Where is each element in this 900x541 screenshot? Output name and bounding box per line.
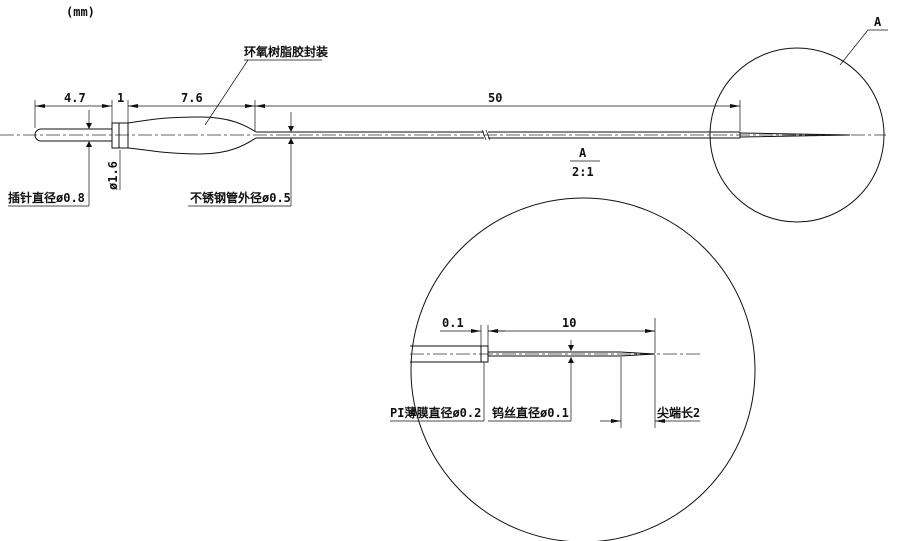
dim-collar-length: 1 <box>117 91 124 105</box>
detail-tube <box>410 345 481 363</box>
detail-ref: A <box>579 146 587 160</box>
dim-pin-length: 4.7 <box>64 91 86 105</box>
epoxy-body <box>127 116 257 155</box>
dim-tube-length: 50 <box>488 91 502 105</box>
tube-diameter-label: 不锈钢管外径ø0.5 <box>190 190 291 205</box>
tungsten-wire <box>488 351 656 357</box>
tip-length-label: 尖端长2 <box>657 405 700 420</box>
pi-film <box>480 345 489 363</box>
collar <box>111 122 129 149</box>
pin <box>34 128 112 142</box>
steel-tube <box>256 131 741 139</box>
detail-circle <box>410 197 756 541</box>
dim-film-length: 0.1 <box>442 316 464 330</box>
detail-mark: A <box>874 15 882 29</box>
detail-circle-a <box>709 47 885 223</box>
units-label: (mm) <box>66 5 95 19</box>
detail-view: A 2:1 0.1 10 PI薄膜直径ø0.2 钨丝直径ø0.1 尖端长2 <box>390 146 756 541</box>
wire-diameter-label: 钨丝直径ø0.1 <box>492 405 569 420</box>
needle-tip <box>739 132 851 138</box>
main-view: 4.7 1 7.6 50 环氧树脂胶封装 插针直径ø0.8 ø1.6 不锈钢管外… <box>0 15 888 223</box>
epoxy-label: 环氧树脂胶封装 <box>244 44 328 59</box>
pin-diameter-label: 插针直径ø0.8 <box>8 190 85 205</box>
dim-wire-length: 10 <box>562 316 576 330</box>
dim-epoxy-length: 7.6 <box>181 91 203 105</box>
collar-diameter-label: ø1.6 <box>106 161 120 190</box>
film-diameter-label: PI薄膜直径ø0.2 <box>390 405 481 420</box>
detail-scale: 2:1 <box>572 165 594 179</box>
